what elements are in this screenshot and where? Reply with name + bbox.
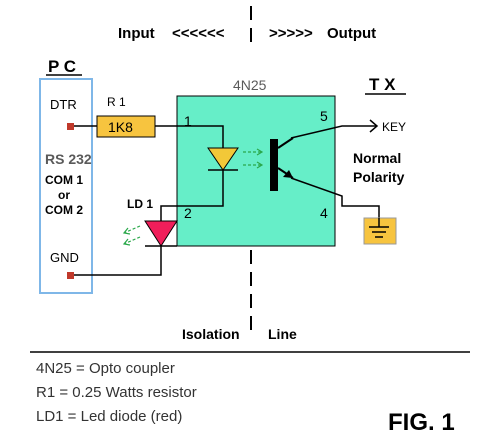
wiring bbox=[74, 125, 380, 276]
pin2-label: 2 bbox=[184, 205, 192, 221]
output-label: Output bbox=[327, 25, 376, 42]
legend-line-1: 4N25 = Opto coupler bbox=[36, 360, 175, 377]
com2-label: COM 2 bbox=[45, 203, 83, 217]
resistor-r1 bbox=[96, 115, 156, 138]
light-emission-icon bbox=[243, 148, 264, 169]
emitter-arrow-icon bbox=[283, 170, 293, 178]
dtr-label: DTR bbox=[50, 97, 77, 112]
normal-label: Normal bbox=[353, 150, 401, 166]
phototransistor-base bbox=[270, 139, 278, 191]
or-label: or bbox=[58, 188, 70, 202]
red-led-icon bbox=[144, 220, 178, 247]
figure-label: FIG. 1 bbox=[388, 409, 455, 436]
pc-title: P C bbox=[48, 57, 76, 76]
dtr-pin bbox=[67, 123, 74, 130]
ground-box bbox=[363, 217, 397, 245]
r1-value: 1K8 bbox=[108, 119, 133, 135]
rs232-label: RS 232 bbox=[45, 151, 92, 167]
legend-line-3: LD1 = Led diode (red) bbox=[36, 408, 182, 425]
r1-name: R 1 bbox=[107, 95, 126, 109]
output-arrows: >>>>> bbox=[269, 25, 313, 42]
pc-port-box bbox=[39, 78, 93, 294]
input-arrows: <<<<<< bbox=[172, 25, 225, 42]
legend-line-2: R1 = 0.25 Watts resistor bbox=[36, 384, 197, 401]
pin5-label: 5 bbox=[320, 108, 328, 124]
line-label: Line bbox=[268, 326, 297, 342]
gnd-pin bbox=[67, 272, 74, 279]
ld1-name: LD 1 bbox=[127, 197, 153, 211]
led-light-icon bbox=[122, 225, 141, 246]
key-arrow-icon bbox=[369, 119, 379, 133]
ground-icon bbox=[369, 218, 389, 238]
optocoupler-body bbox=[176, 95, 336, 247]
tx-title: T X bbox=[369, 75, 396, 94]
gnd-label: GND bbox=[50, 250, 79, 265]
com1-label: COM 1 bbox=[45, 173, 83, 187]
pin4-label: 4 bbox=[320, 205, 328, 221]
internal-led-icon bbox=[207, 147, 239, 171]
key-label: KEY bbox=[382, 120, 406, 134]
polarity-label: Polarity bbox=[353, 169, 405, 185]
input-label: Input bbox=[118, 25, 155, 42]
isolation-label: Isolation bbox=[182, 326, 240, 342]
chip-name: 4N25 bbox=[233, 77, 267, 93]
pin1-label: 1 bbox=[184, 113, 192, 129]
